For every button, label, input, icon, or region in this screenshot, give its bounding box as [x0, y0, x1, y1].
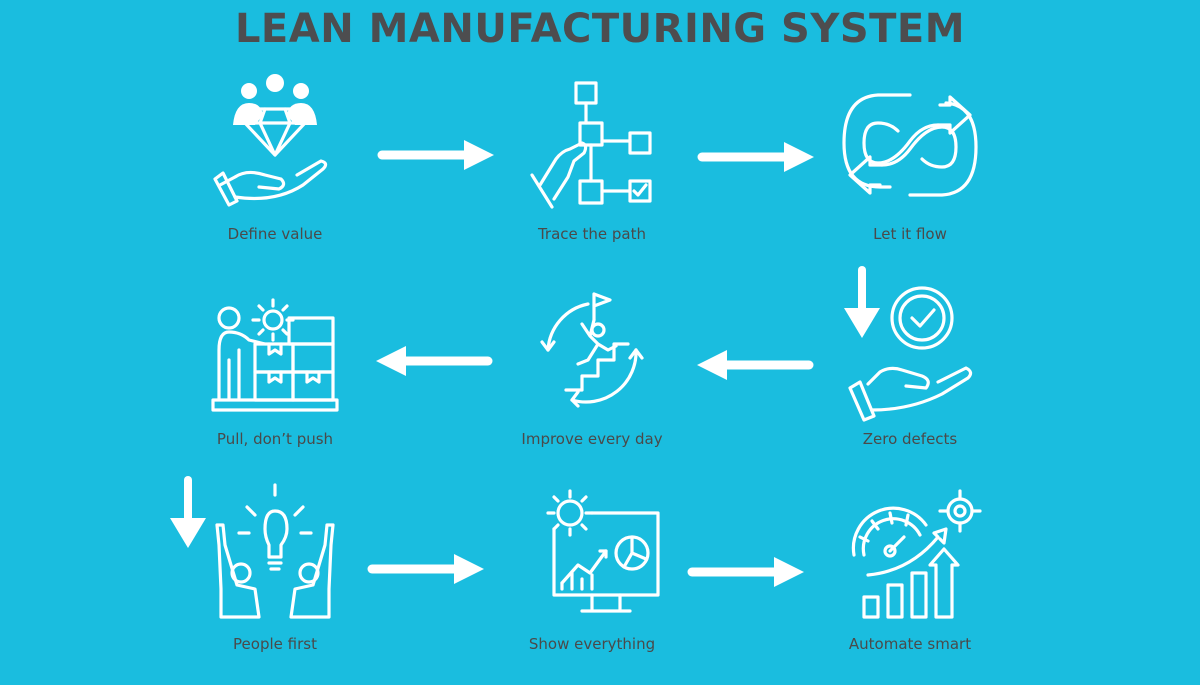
step-people-first: People first — [165, 483, 385, 685]
step-improve-every-day: Improve every day — [482, 280, 702, 480]
step-let-it-flow: Let it flow — [800, 75, 1020, 275]
arrow-right-icon — [687, 557, 804, 587]
arrow-down-icon — [844, 266, 880, 338]
arrow-right-icon — [367, 554, 484, 584]
step-define-value: Define value — [165, 74, 385, 275]
page-title: LEAN MANUFACTURING SYSTEM — [234, 6, 966, 52]
step-label: Trace the path — [537, 225, 647, 243]
arrow-right-icon — [697, 142, 814, 172]
step-trace-the-path: Trace the path — [482, 75, 702, 275]
climbing-stairs-icon — [540, 292, 644, 408]
people-lightbulb-icon — [215, 483, 335, 619]
gauge-growth-target-icon — [851, 489, 982, 619]
arrow-left-icon — [376, 346, 493, 376]
worker-boxes-gear-icon — [211, 298, 339, 412]
arrow-right-icon — [377, 140, 494, 170]
step-label: Let it flow — [873, 225, 947, 243]
step-label: Show everything — [528, 635, 656, 653]
arrow-left-icon — [697, 350, 814, 380]
step-label: People first — [233, 635, 317, 653]
step-automate-smart: Automate smart — [800, 485, 1020, 685]
step-show-everything: Show everything — [482, 485, 702, 685]
diamond-team-hand-icon — [213, 74, 328, 207]
step-label: Define value — [227, 225, 323, 243]
step-label: Improve every day — [521, 430, 663, 448]
infinity-arrows-icon — [842, 93, 978, 197]
checkmark-hand-icon — [848, 286, 973, 422]
monitor-charts-gear-icon — [546, 489, 660, 613]
step-label: Pull, don’t push — [216, 430, 334, 448]
step-label: Zero defects — [862, 430, 958, 448]
flowchart-hand-icon — [530, 81, 652, 209]
step-label: Automate smart — [848, 635, 972, 653]
arrow-down-icon — [170, 476, 206, 548]
step-pull-dont-push: Pull, don’t push — [165, 280, 385, 480]
step-zero-defects: Zero defects — [800, 280, 1020, 480]
